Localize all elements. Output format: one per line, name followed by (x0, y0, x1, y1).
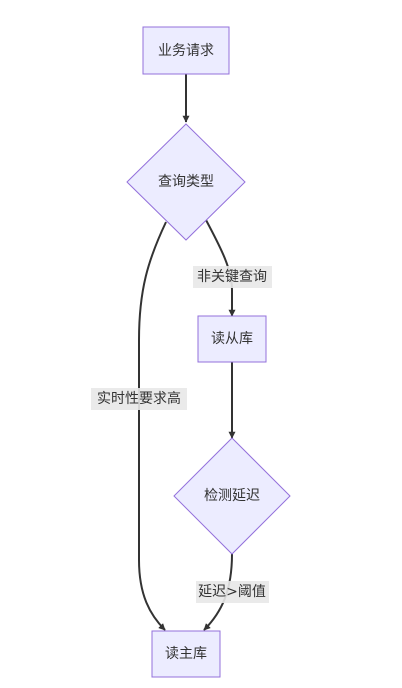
edge-query-type-to-read-primary (138, 221, 167, 631)
node-read-replica: 读从库 (197, 315, 267, 363)
node-query-type: 查询类型 (126, 123, 246, 241)
node-read-primary-label: 读主库 (165, 645, 207, 662)
edge-label-delay-over: 延迟>阈值 (196, 581, 269, 603)
node-read-primary: 读主库 (151, 630, 221, 678)
edge-label-delay-over-text: 延迟>阈值 (198, 584, 266, 600)
node-query-type-label: 查询类型 (158, 174, 214, 190)
edge-label-non-critical-text: 非关键查询 (197, 269, 267, 285)
node-check-delay-label: 检测延迟 (204, 488, 260, 504)
node-check-delay: 检测延迟 (173, 437, 291, 555)
node-request-label: 业务请求 (158, 43, 214, 59)
edge-label-realtime-text: 实时性要求高 (97, 390, 181, 407)
edge-label-non-critical: 非关键查询 (193, 266, 272, 288)
node-request: 业务请求 (142, 26, 230, 75)
node-read-replica-label: 读从库 (211, 330, 253, 347)
edge-query-type-to-read-replica (205, 219, 236, 317)
edge-label-realtime: 实时性要求高 (91, 388, 187, 410)
